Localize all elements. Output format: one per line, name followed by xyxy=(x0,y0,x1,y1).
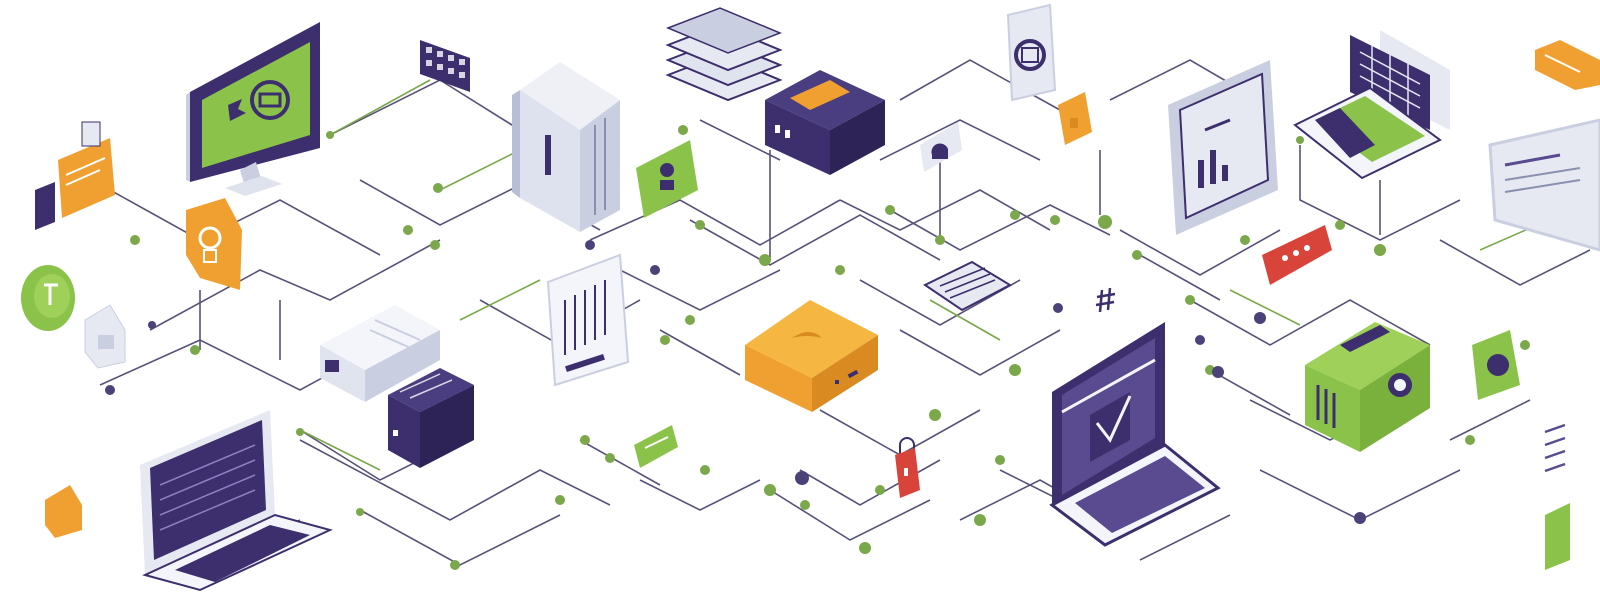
chip-grid xyxy=(420,40,470,92)
orange-box-device xyxy=(745,300,878,412)
orange-tag-bottom-left xyxy=(45,485,82,538)
laptop-green-keyboard xyxy=(1293,30,1450,180)
document-panel xyxy=(546,253,630,387)
right-edge-panels xyxy=(1544,423,1570,570)
chat-bubble-red xyxy=(1262,225,1332,285)
keyboard-panel xyxy=(923,260,1013,312)
monitor-partial-right xyxy=(1488,118,1600,252)
stacked-panels xyxy=(665,7,783,102)
connection-lines xyxy=(99,59,1591,566)
green-round-badge xyxy=(21,265,75,331)
card-orange-left xyxy=(35,121,115,230)
green-camera-device xyxy=(1305,322,1430,452)
monitor-green-screen xyxy=(186,22,320,196)
white-switch xyxy=(320,305,440,402)
laptop-checkmark xyxy=(1049,322,1221,547)
shield-badge xyxy=(1006,3,1057,102)
lightbulb-tag xyxy=(186,198,242,290)
small-device-left xyxy=(84,304,126,369)
network-nodes xyxy=(105,125,1549,570)
user-badge-icon xyxy=(636,140,698,218)
dark-box-device xyxy=(765,70,885,175)
hash-icon xyxy=(1095,287,1116,313)
laptop-purple-screen xyxy=(140,410,333,592)
padlock-red xyxy=(895,437,920,498)
server-tower-white xyxy=(512,62,620,232)
green-speaker xyxy=(1472,330,1520,400)
connection-lines-green xyxy=(299,79,1561,471)
tablet-chart xyxy=(1168,60,1278,235)
orange-tag xyxy=(1058,92,1092,145)
lock-badge xyxy=(920,122,962,172)
orange-corner-device xyxy=(1535,40,1600,90)
green-tag-bottom xyxy=(634,425,678,468)
dark-router xyxy=(388,368,474,468)
